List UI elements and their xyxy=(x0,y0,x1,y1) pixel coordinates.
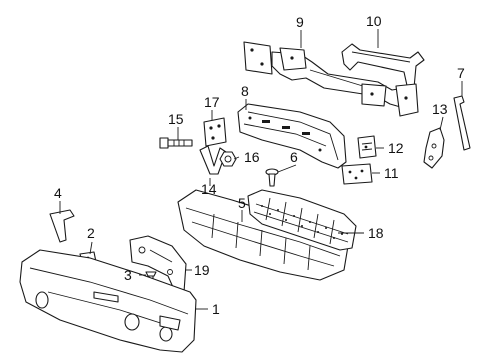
part-10-frame-bracket xyxy=(341,43,425,91)
callout-16: 16 xyxy=(244,149,260,165)
callout-14: 14 xyxy=(201,181,217,197)
callout-4: 4 xyxy=(54,185,62,201)
callout-13: 13 xyxy=(432,101,448,117)
part-12-hinge-bracket xyxy=(357,135,377,159)
part-7-bracket xyxy=(453,95,471,151)
callout-9: 9 xyxy=(296,14,304,30)
callout-6: 6 xyxy=(290,149,298,165)
part-9-crossmember xyxy=(243,41,419,117)
callout-labels: 1 2 3 4 5 6 7 8 9 10 11 12 13 14 15 16 1… xyxy=(54,13,465,317)
callout-19: 19 xyxy=(194,262,210,278)
part-11-plate-bracket xyxy=(341,163,373,185)
part-4-bracket xyxy=(49,209,75,243)
part-17-mounting-plate xyxy=(203,117,227,147)
callout-8: 8 xyxy=(241,83,249,99)
callout-11: 11 xyxy=(384,165,399,181)
callout-12: 12 xyxy=(388,140,404,156)
callout-5: 5 xyxy=(238,195,246,211)
part-16-nut xyxy=(219,151,237,167)
part-18-grille-insert xyxy=(247,189,357,251)
part-13-side-bracket xyxy=(423,127,445,169)
grille-mesh xyxy=(253,197,349,245)
callout-1: 1 xyxy=(212,301,220,317)
part-1-bumper-cover xyxy=(19,249,197,353)
leader-lines xyxy=(59,29,463,310)
part-6-retainer xyxy=(265,168,279,187)
callout-10: 10 xyxy=(366,13,382,29)
callout-17: 17 xyxy=(204,94,220,110)
callout-2: 2 xyxy=(87,225,95,241)
callout-7: 7 xyxy=(457,65,465,81)
callout-18: 18 xyxy=(368,225,384,241)
part-5-energy-absorber xyxy=(177,189,349,281)
part-14-u-bolt xyxy=(199,145,227,175)
part-15-bolt xyxy=(159,137,193,149)
callout-3: 3 xyxy=(124,267,132,283)
callout-15: 15 xyxy=(168,111,184,127)
part-8-reinforcement xyxy=(237,103,347,169)
